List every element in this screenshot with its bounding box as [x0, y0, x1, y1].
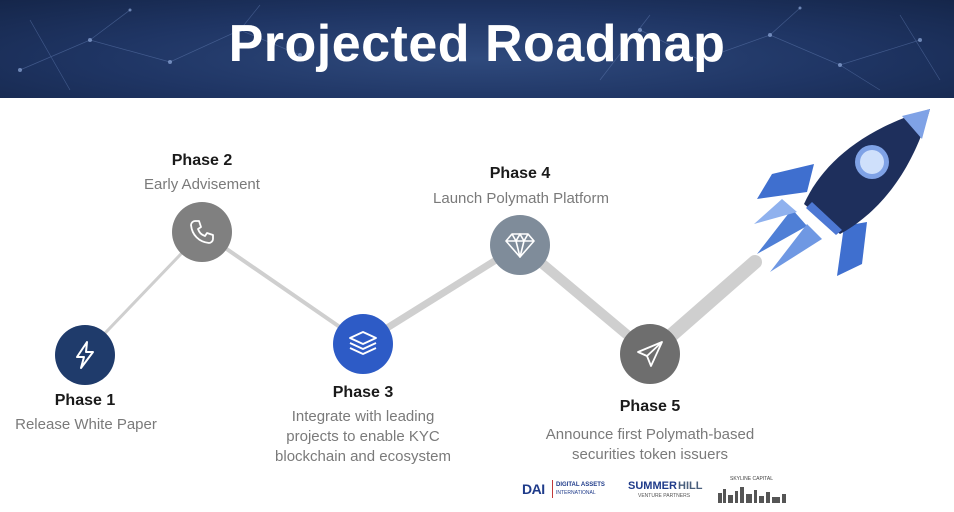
dai-mark: DAI — [522, 481, 545, 497]
summerhill-word-b: HILL — [678, 480, 703, 492]
phase-4-title: Phase 4 — [489, 165, 551, 182]
dai-divider — [552, 480, 553, 498]
layers-icon — [349, 331, 377, 355]
network-background — [18, 4, 941, 91]
path-segment-3-4 — [359, 241, 524, 347]
phase-5-node — [620, 324, 680, 384]
phone-icon — [190, 220, 214, 244]
paper-plane-icon — [637, 341, 663, 367]
skyline-capital-logo: SKYLINE CAPITAL — [716, 476, 792, 504]
page-title: Projected Roadmap — [228, 15, 726, 73]
summerhill-sub: VENTURE PARTNERS — [638, 493, 691, 499]
header-banner: Projected Roadmap — [0, 0, 954, 98]
dai-logo: DAI DIGITAL ASSETS INTERNATIONAL — [522, 478, 617, 502]
path-segment-2-3 — [200, 230, 365, 345]
diamond-icon — [505, 233, 535, 258]
dai-line1: DIGITAL ASSETS — [556, 482, 605, 488]
phase-3-description: Integrate with leading projects to enabl… — [275, 408, 451, 465]
phase-2-node — [172, 202, 232, 262]
lightning-icon — [76, 341, 94, 369]
phase-1-description: Release White Paper — [15, 416, 157, 433]
phase-5-description: Announce first Polymath-based securities… — [545, 426, 755, 463]
rocket-icon — [754, 109, 930, 276]
phase-1-node — [55, 325, 115, 385]
phase-4-description: Launch Polymath Platform — [433, 190, 609, 207]
dai-line2: INTERNATIONAL — [556, 490, 596, 496]
phase-5-title: Phase 5 — [619, 398, 681, 415]
summerhill-logo: SUMMER HILL VENTURE PARTNERS — [628, 478, 708, 502]
phase-2-title: Phase 2 — [171, 152, 233, 169]
phase-2-description: Early Advisement — [144, 176, 260, 193]
phase-3-title: Phase 3 — [332, 384, 394, 401]
phase-4-node — [490, 215, 550, 275]
skyline-graphic — [718, 487, 786, 503]
phase-1-title: Phase 1 — [54, 392, 116, 409]
skyline-text: SKYLINE CAPITAL — [730, 476, 773, 482]
phase-3-node — [333, 314, 393, 374]
summerhill-word-a: SUMMER — [628, 480, 677, 492]
